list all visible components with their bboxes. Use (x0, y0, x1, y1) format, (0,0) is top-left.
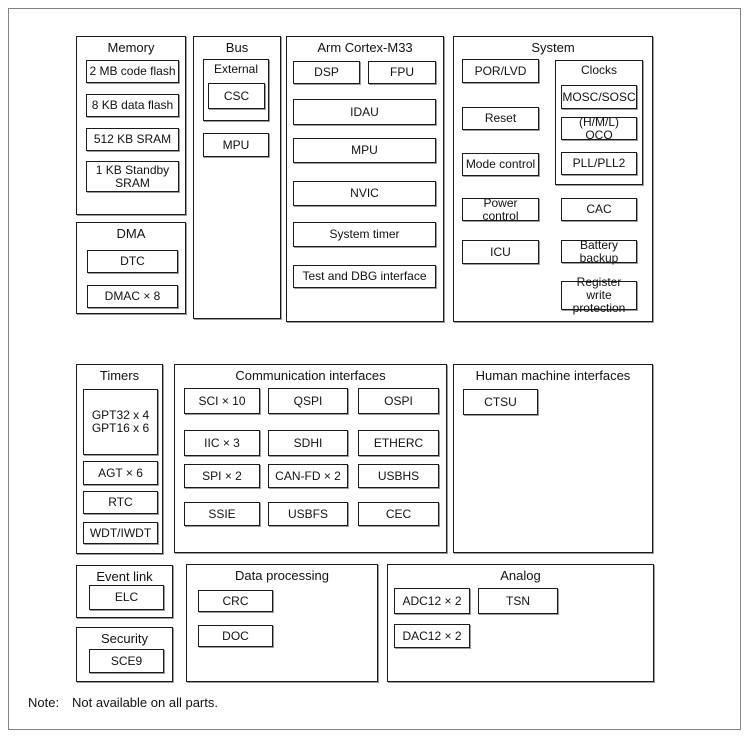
block-spi: SPI × 2 (184, 464, 260, 488)
comm-title: Communication interfaces (235, 368, 386, 383)
analog-title: Analog (500, 568, 541, 583)
event-link-group: Event link ELC (76, 565, 173, 618)
block-cec: CEC (358, 502, 439, 526)
event-link-title: Event link (96, 569, 153, 584)
block-qspi: QSPI (268, 388, 348, 414)
note-label: Note: (28, 695, 60, 710)
block-canfd: CAN-FD × 2 (268, 464, 348, 488)
clocks-title: Clocks (580, 63, 617, 77)
block-power-control: Power control (462, 196, 539, 222)
analog-group: Analog ADC12 × 2 TSN DAC12 × 2 (387, 564, 654, 682)
block-test-dbg: Test and DBG interface (293, 265, 436, 288)
block-cortex-mpu: MPU (293, 138, 436, 163)
block-ospi: OSPI (358, 388, 439, 414)
block-usbfs: USBFS (268, 502, 348, 526)
block-por-lvd: POR/LVD (462, 59, 539, 83)
timers-title: Timers (99, 368, 140, 383)
dma-title: DMA (116, 226, 146, 241)
block-icu: ICU (462, 240, 539, 264)
cortex-group: Arm Cortex-M33 DSP FPU IDAU MPU NVIC Sys… (286, 36, 444, 322)
timers-group: Timers GPT32 x 4 GPT16 x 6 AGT × 6 RTC W… (76, 364, 163, 554)
block-nvic: NVIC (293, 181, 436, 206)
clocks-group: Clocks MOSC/SOSC (H/M/L) OCO PLL/PLL2 (555, 60, 643, 185)
hmi-title: Human machine interfaces (475, 368, 631, 383)
security-group: Security SCE9 (76, 627, 173, 682)
block-sram: 512 KB SRAM (86, 128, 179, 151)
block-iic: IIC × 3 (184, 430, 260, 456)
block-dtc: DTC (87, 250, 178, 273)
block-ctsu: CTSU (463, 389, 538, 415)
block-csc: CSC (208, 83, 265, 109)
external-bus-title: External (213, 62, 259, 76)
block-fpu: FPU (368, 61, 436, 84)
block-code-flash: 2 MB code flash (86, 60, 179, 83)
comm-group: Communication interfaces SCI × 10 QSPI O… (174, 364, 447, 553)
gpt-line1: GPT32 x 4 (91, 408, 150, 422)
data-processing-group: Data processing CRC DOC (186, 564, 378, 682)
cortex-title: Arm Cortex-M33 (317, 40, 413, 55)
data-processing-title: Data processing (235, 568, 329, 583)
block-reg-write-protection: Register write protection (561, 276, 637, 315)
block-tsn: TSN (478, 588, 558, 614)
bus-group: Bus External CSC MPU (193, 36, 281, 319)
hmi-group: Human machine interfaces CTSU (453, 364, 653, 553)
note-text: Not available on all parts. (72, 695, 218, 710)
block-wdt: WDT/IWDT (83, 522, 158, 544)
block-rtc: RTC (83, 491, 158, 514)
block-standby-sram: 1 KB Standby SRAM (86, 161, 179, 192)
external-bus-group: External CSC (203, 59, 269, 121)
block-mode-control: Mode control (462, 153, 539, 176)
bus-title: Bus (225, 40, 249, 55)
block-dmac: DMAC × 8 (87, 285, 178, 308)
block-idau: IDAU (293, 99, 436, 125)
block-sce9: SCE9 (89, 649, 164, 673)
block-pll: PLL/PLL2 (561, 152, 637, 175)
security-title: Security (101, 631, 148, 646)
block-etherc: ETHERC (358, 430, 439, 456)
block-cac: CAC (561, 198, 637, 221)
block-sdhi: SDHI (268, 430, 348, 456)
block-elc: ELC (89, 585, 164, 610)
block-dac: DAC12 × 2 (394, 624, 470, 648)
block-oco: (H/M/L) OCO (561, 115, 637, 141)
block-reset: Reset (462, 107, 539, 130)
memory-title: Memory (107, 40, 155, 55)
block-dsp: DSP (293, 61, 360, 84)
system-title: System (531, 40, 575, 55)
block-system-timer: System timer (293, 222, 436, 247)
block-crc: CRC (198, 590, 273, 612)
block-ssie: SSIE (184, 502, 260, 526)
block-bus-mpu: MPU (203, 133, 269, 157)
memory-group: Memory 2 MB code flash 8 KB data flash 5… (76, 36, 186, 215)
gpt-line2: GPT16 x 6 (91, 421, 150, 435)
block-adc: ADC12 × 2 (394, 588, 470, 614)
block-agt: AGT × 6 (83, 461, 158, 485)
block-sci: SCI × 10 (184, 388, 260, 414)
block-battery-backup: Battery backup (561, 238, 637, 264)
block-doc: DOC (198, 625, 273, 647)
block-usbhs: USBHS (358, 464, 439, 488)
system-group: System POR/LVD Reset Mode control Power … (453, 36, 653, 322)
diagram-frame (8, 8, 741, 730)
block-gpt: GPT32 x 4 GPT16 x 6 (83, 389, 158, 455)
block-mosc-sosc: MOSC/SOSC (561, 85, 637, 109)
block-data-flash: 8 KB data flash (86, 94, 179, 117)
dma-group: DMA DTC DMAC × 8 (76, 222, 186, 314)
